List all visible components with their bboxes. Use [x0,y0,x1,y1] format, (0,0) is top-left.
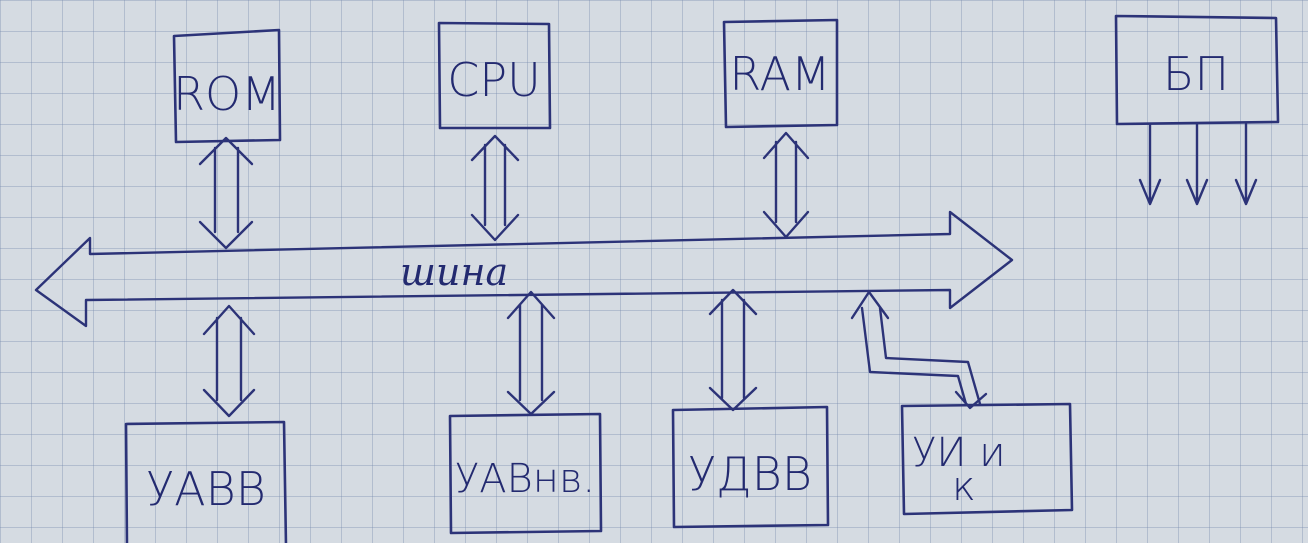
block-uik-label-top: УИ и [912,430,1006,476]
bus-arrow-outline [34,210,1014,328]
arrow-bus-udvv [708,288,758,412]
block-uik: УИ и к [900,402,1074,516]
arrow-bus-uavv [202,304,256,418]
arrow-ram-bus [762,131,810,239]
block-rom-label: ROM [173,67,281,121]
block-udvv: УДВВ [671,405,830,529]
arrow-rom-bus [198,136,254,250]
block-uavv: УАВВ [124,420,288,543]
block-cpu-label: CPU [447,53,541,107]
block-uavnv-label: УАВнв. [455,456,595,502]
arrow-bus-uavnv [506,290,556,416]
block-rom: ROM [172,28,282,144]
block-cpu: CPU [437,21,552,130]
arrow-cpu-bus [470,134,520,242]
block-uavnv: УАВнв. [448,412,603,535]
system-bus: шина [34,210,1014,328]
block-uavv-label: УАВВ [146,462,266,516]
block-bp-label: БП [1163,47,1229,101]
block-ram: RAM [722,18,839,129]
block-udvv-label: УДВВ [688,447,812,501]
block-bp: БП [1114,14,1280,126]
block-ram-label: RAM [729,47,830,101]
block-uik-label-bottom: к [952,464,976,510]
bus-label: шина [400,250,508,294]
arrow-bus-uik [850,290,988,410]
bp-outputs [1138,122,1258,206]
